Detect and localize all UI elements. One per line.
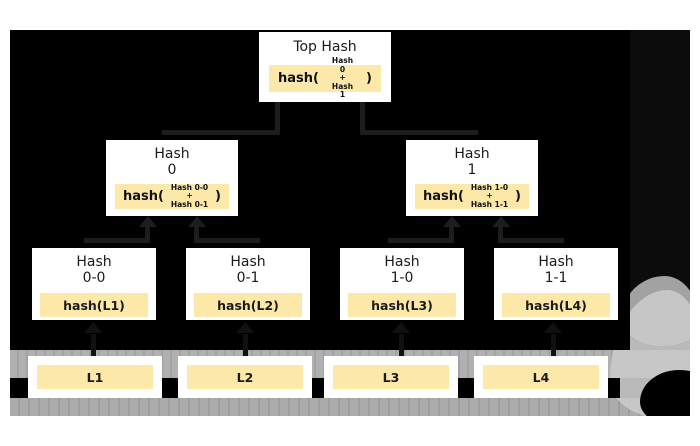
- arrow-hash10-to-hash1: [388, 216, 461, 252]
- arrow-hash00-to-hash0: [84, 216, 157, 252]
- arrow-hash11-to-hash1: [492, 216, 564, 252]
- node-hash-1-0-title: Hash 1-0: [384, 254, 420, 286]
- node-hash-0-1[interactable]: Hash 0-1 hash(L2): [186, 248, 310, 320]
- node-top-hash-expression: hash( Hash 0 + Hash 1 ): [269, 57, 381, 99]
- node-hash-0-0[interactable]: Hash 0-0 hash(L1): [32, 248, 156, 320]
- node-hash-0-expression: hash( Hash 0-0 + Hash 0-1 ): [115, 182, 229, 209]
- diagram-canvas: Top Hash hash( Hash 0 + Hash 1 ) Hash 0 …: [10, 30, 690, 416]
- node-leaf-l4[interactable]: L4: [474, 356, 608, 398]
- hash-args-label: Hash 0 + Hash 1: [331, 56, 354, 100]
- node-hash-1-0[interactable]: Hash 1-0 hash(L3): [340, 248, 464, 320]
- arrow-leaf2-to-hash01: [236, 320, 254, 358]
- hash-close-paren: ): [366, 71, 372, 86]
- hash-fn-label: hash(: [123, 189, 164, 204]
- node-hash-0-1-title: Hash 0-1: [230, 254, 266, 286]
- node-leaf-l2-label: L2: [187, 365, 303, 389]
- node-hash-0-0-expression: hash(L1): [40, 293, 148, 317]
- node-hash-1-title: Hash 1: [454, 146, 490, 178]
- node-top-hash-title: Top Hash: [293, 39, 357, 55]
- node-leaf-l4-label: L4: [483, 365, 599, 389]
- arrow-leaf1-to-hash00: [84, 320, 102, 358]
- node-leaf-l2[interactable]: L2: [178, 356, 312, 398]
- hash-args-label: Hash 1-0 + Hash 1-1: [470, 182, 509, 209]
- arrow-leaf3-to-hash10: [392, 320, 410, 358]
- background-texture-band-lower: [10, 398, 690, 416]
- node-hash-1-expression: hash( Hash 1-0 + Hash 1-1 ): [415, 182, 529, 209]
- hash-fn-label: hash(: [278, 71, 319, 86]
- hash-close-paren: ): [215, 189, 221, 204]
- node-hash-1-1-title: Hash 1-1: [538, 254, 574, 286]
- node-hash-0-0-title: Hash 0-0: [76, 254, 112, 286]
- node-hash-0[interactable]: Hash 0 hash( Hash 0-0 + Hash 0-1 ): [106, 140, 238, 216]
- band-mask-mid: [10, 378, 620, 398]
- hash-close-paren: ): [515, 189, 521, 204]
- node-hash-1-1-expression: hash(L4): [502, 293, 610, 317]
- hash-fn-label: hash(: [423, 189, 464, 204]
- node-leaf-l3-label: L3: [333, 365, 449, 389]
- node-top-hash[interactable]: Top Hash hash( Hash 0 + Hash 1 ): [259, 32, 391, 102]
- arrow-hash01-to-hash0: [188, 216, 260, 252]
- node-hash-0-title: Hash 0: [154, 146, 190, 178]
- node-leaf-l3[interactable]: L3: [324, 356, 458, 398]
- node-leaf-l1-label: L1: [37, 365, 153, 389]
- node-hash-1-0-expression: hash(L3): [348, 293, 456, 317]
- node-hash-1-1[interactable]: Hash 1-1 hash(L4): [494, 248, 618, 320]
- hash-args-label: Hash 0-0 + Hash 0-1: [170, 182, 209, 209]
- node-hash-0-1-expression: hash(L2): [194, 293, 302, 317]
- arrow-leaf4-to-hash11: [544, 320, 562, 358]
- node-leaf-l1[interactable]: L1: [28, 356, 162, 398]
- node-hash-1[interactable]: Hash 1 hash( Hash 1-0 + Hash 1-1 ): [406, 140, 538, 216]
